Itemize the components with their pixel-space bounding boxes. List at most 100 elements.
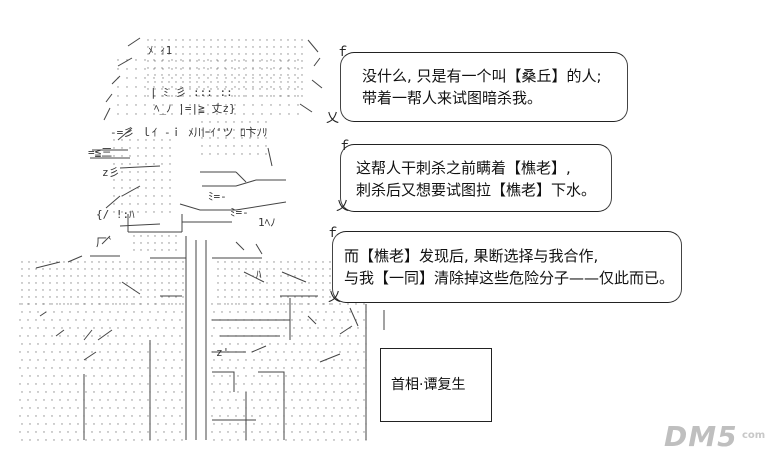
stipple-dot (249, 153, 251, 155)
stipple-dot (294, 289, 296, 291)
stipple-dot (238, 81, 240, 83)
stipple-dot (235, 415, 237, 417)
stipple-dot (153, 95, 155, 97)
stipple-dot (59, 415, 61, 417)
stipple-dot (294, 303, 296, 305)
stipple-dot (161, 53, 163, 55)
stipple-dot (63, 261, 65, 263)
stipple-dot (233, 153, 235, 155)
stipple-dot (133, 296, 135, 298)
stipple-dot (147, 67, 149, 69)
stipple-dot (259, 399, 261, 401)
stipple-dot (112, 261, 114, 263)
stipple-dot (293, 439, 295, 441)
stipple-dot (133, 303, 135, 305)
stipple-dot (59, 367, 61, 369)
stipple-dot (153, 139, 155, 141)
stipple-dot (154, 88, 156, 90)
stipple-dot (145, 187, 147, 189)
stipple-dot (49, 268, 51, 270)
stipple-dot (42, 296, 44, 298)
stipple-dot (173, 343, 175, 345)
stipple-dot (329, 296, 331, 298)
stipple-dot (363, 431, 365, 433)
stipple-dot (113, 187, 115, 189)
stipple-dot (253, 407, 255, 409)
stipple-dot (180, 95, 182, 97)
stipple-dot (180, 77, 182, 79)
stipple-dot (175, 53, 177, 55)
stipple-dot (35, 399, 37, 401)
stipple-dot (301, 74, 303, 76)
stipple-dot (35, 351, 37, 353)
stipple-dot (241, 145, 243, 147)
stipple-dot (133, 343, 135, 345)
stipple-dot (259, 296, 261, 298)
watermark-sub-text: com (742, 430, 766, 441)
stipple-dot (53, 327, 55, 329)
stipple-dot (139, 399, 141, 401)
stipple-dot (147, 351, 149, 353)
stipple-dot (249, 121, 251, 123)
stipple-dot (357, 327, 359, 329)
stipple-dot (21, 327, 23, 329)
stipple-dot (245, 46, 247, 48)
stipple-dot (91, 431, 93, 433)
stipple-dot (203, 39, 205, 41)
stipple-dot (203, 88, 205, 90)
stipple-dot (301, 311, 303, 313)
stipple-dot (125, 439, 127, 441)
stipple-dot (117, 113, 119, 115)
stipple-dot (59, 351, 61, 353)
stipple-dot (171, 86, 173, 88)
stipple-dot (175, 289, 177, 291)
stipple-dot (234, 86, 236, 88)
stipple-dot (189, 74, 191, 76)
stipple-dot (157, 327, 159, 329)
stipple-dot (154, 275, 156, 277)
stipple-dot (69, 359, 71, 361)
stipple-dot (84, 261, 86, 263)
stipple-dot (301, 60, 303, 62)
stipple-dot (291, 415, 293, 417)
stipple-dot (51, 351, 53, 353)
stipple-dot (21, 275, 23, 277)
stipple-dot (315, 383, 317, 385)
stipple-dot (153, 68, 155, 70)
stipple-dot (168, 95, 170, 97)
stipple-dot (137, 139, 139, 141)
stipple-dot (266, 303, 268, 305)
stipple-dot (317, 375, 319, 377)
stipple-dot (315, 289, 317, 291)
stipple-dot (99, 367, 101, 369)
stipple-dot (21, 343, 23, 345)
stipple-dot (257, 121, 259, 123)
stipple-dot (129, 179, 131, 181)
stipple-dot (322, 289, 324, 291)
stipple-dot (123, 415, 125, 417)
stipple-dot (243, 303, 245, 305)
stipple-dot (107, 399, 109, 401)
stipple-dot (61, 439, 63, 441)
stipple-dot (273, 60, 275, 62)
stipple-dot (140, 289, 142, 291)
stipple-dot (227, 415, 229, 417)
stipple-dot (245, 53, 247, 55)
stipple-dot (221, 327, 223, 329)
stipple-dot (301, 303, 303, 305)
stipple-dot (171, 367, 173, 369)
stipple-dot (203, 95, 205, 97)
stipple-dot (224, 74, 226, 76)
stipple-dot (349, 407, 351, 409)
stipple-dot (129, 155, 131, 157)
stipple-dot (99, 383, 101, 385)
stipple-dot (153, 113, 155, 115)
stipple-dot (257, 129, 259, 131)
stipple-dot (157, 407, 159, 409)
stipple-dot (157, 391, 159, 393)
stipple-dot (265, 129, 267, 131)
stipple-dot (288, 68, 290, 70)
stipple-dot (301, 39, 303, 41)
bubble-text-line: 没什么, 只是有一个叫【桑丘】的人; (362, 67, 602, 85)
stipple-dot (70, 268, 72, 270)
